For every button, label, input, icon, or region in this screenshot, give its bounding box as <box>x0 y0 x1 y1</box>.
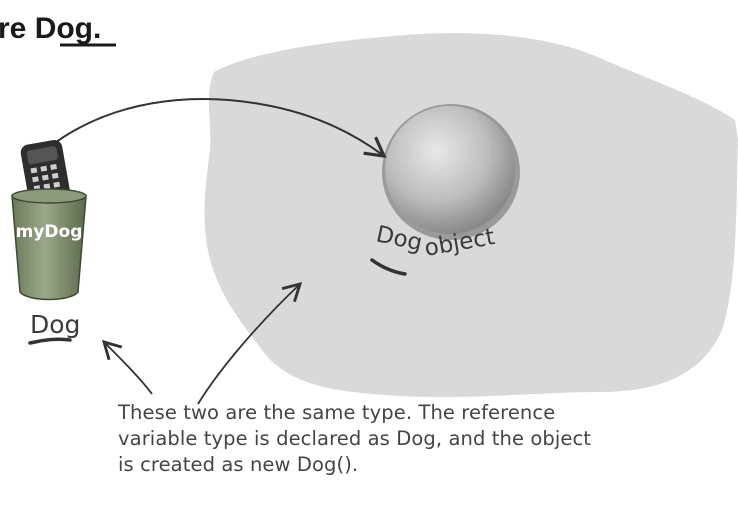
caption-arrow-to-object <box>197 281 303 405</box>
caption-line-2: variable type is declared as Dog, and th… <box>118 427 592 450</box>
page-title: re Dog. <box>0 12 101 45</box>
reference-type-label: Dog <box>30 310 80 339</box>
caption-arrow-to-type <box>101 339 153 395</box>
caption-line-3: is created as new Dog(). <box>118 453 359 476</box>
caption-note: These two are the same type. The referen… <box>118 400 678 478</box>
dog-object-ball-icon <box>382 104 520 240</box>
reference-variable-label: myDog <box>16 222 83 242</box>
object-underline <box>370 258 407 276</box>
type-underline <box>28 337 72 345</box>
remote-control-in-cup-icon <box>11 140 87 301</box>
caption-line-1: These two are the same type. The referen… <box>118 401 556 424</box>
reference-arrow <box>47 98 387 158</box>
